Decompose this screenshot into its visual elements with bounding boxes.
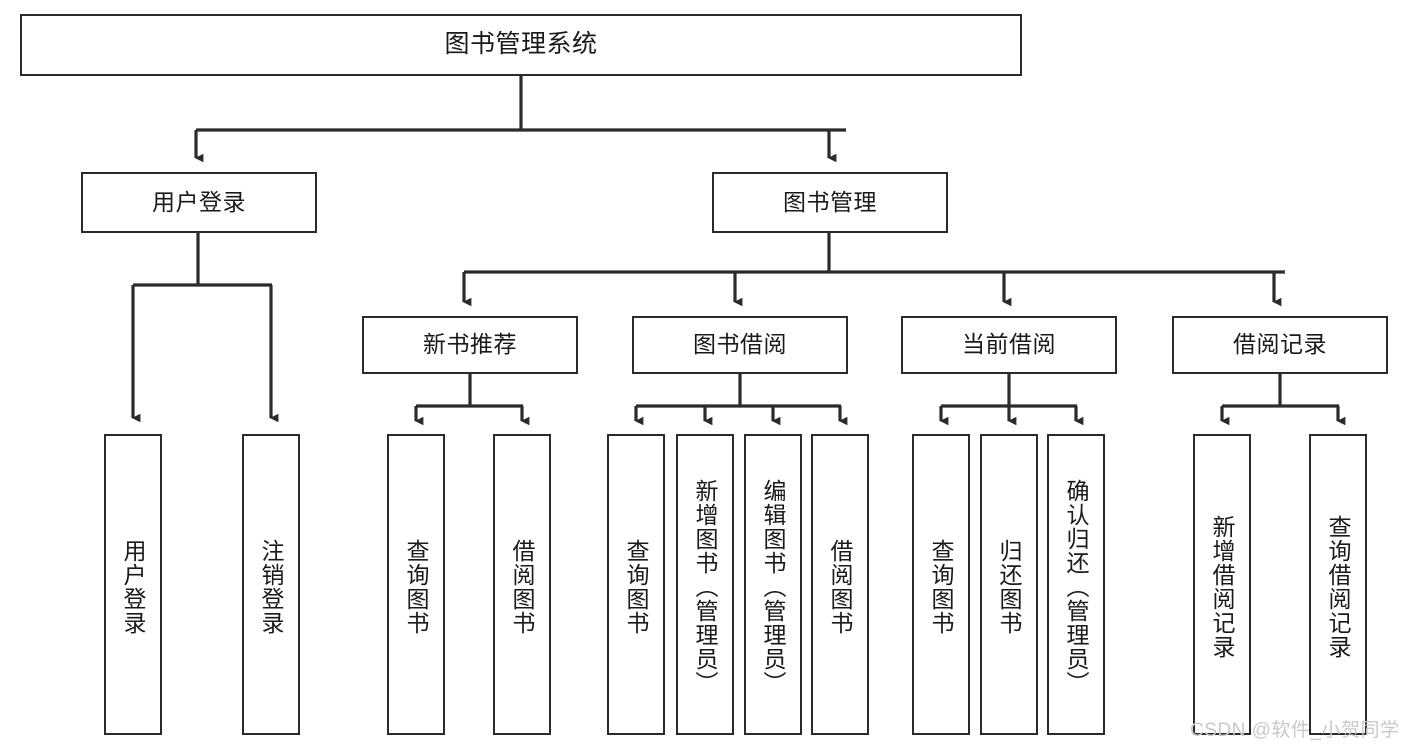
node-user-login-label: 用户登录 xyxy=(152,188,246,215)
node-leaf-query-record-label: 查询借阅记录 xyxy=(1325,514,1352,659)
node-new-book-recommend[interactable]: 新书推荐 xyxy=(362,316,578,374)
node-current-borrow-label: 当前借阅 xyxy=(962,331,1056,358)
node-leaf-edit-book-label: 编辑图书（管理员） xyxy=(760,478,787,695)
node-leaf-query-book-1-label: 查询图书 xyxy=(403,538,430,635)
node-leaf-confirm-return[interactable]: 确认归还（管理员） xyxy=(1047,434,1105,735)
node-leaf-return-book-label: 归还图书 xyxy=(996,538,1023,635)
node-leaf-logout-login-label: 注销登录 xyxy=(258,538,285,635)
node-leaf-borrow-book-2[interactable]: 借阅图书 xyxy=(811,434,869,735)
node-leaf-query-book-2-label: 查询图书 xyxy=(623,538,650,635)
node-leaf-query-book-2[interactable]: 查询图书 xyxy=(607,434,665,735)
node-root-label: 图书管理系统 xyxy=(444,30,598,59)
node-leaf-borrow-book-1[interactable]: 借阅图书 xyxy=(493,434,551,735)
node-leaf-query-book-3-label: 查询图书 xyxy=(928,538,955,635)
node-leaf-borrow-book-2-label: 借阅图书 xyxy=(827,538,854,635)
node-book-borrow-label: 图书借阅 xyxy=(693,331,787,358)
node-leaf-add-record[interactable]: 新增借阅记录 xyxy=(1193,434,1251,735)
node-leaf-query-book-3[interactable]: 查询图书 xyxy=(912,434,970,735)
node-leaf-user-login-label: 用户登录 xyxy=(120,538,147,635)
node-leaf-logout-login[interactable]: 注销登录 xyxy=(242,434,300,735)
node-book-manage[interactable]: 图书管理 xyxy=(712,172,948,233)
node-borrow-record-label: 借阅记录 xyxy=(1233,331,1327,358)
node-leaf-edit-book[interactable]: 编辑图书（管理员） xyxy=(744,434,802,735)
node-new-book-recommend-label: 新书推荐 xyxy=(423,331,517,358)
node-borrow-record[interactable]: 借阅记录 xyxy=(1172,316,1388,374)
node-leaf-add-book-label: 新增图书（管理员） xyxy=(692,478,719,695)
node-root[interactable]: 图书管理系统 xyxy=(20,14,1022,76)
node-leaf-add-book[interactable]: 新增图书（管理员） xyxy=(676,434,734,735)
node-leaf-confirm-return-label: 确认归还（管理员） xyxy=(1063,478,1090,695)
node-leaf-add-record-label: 新增借阅记录 xyxy=(1209,514,1236,659)
node-leaf-query-record[interactable]: 查询借阅记录 xyxy=(1309,434,1367,735)
node-current-borrow[interactable]: 当前借阅 xyxy=(901,316,1117,374)
node-leaf-borrow-book-1-label: 借阅图书 xyxy=(509,538,536,635)
node-leaf-user-login[interactable]: 用户登录 xyxy=(104,434,162,735)
node-book-borrow[interactable]: 图书借阅 xyxy=(632,316,848,374)
node-leaf-return-book[interactable]: 归还图书 xyxy=(980,434,1038,735)
node-leaf-query-book-1[interactable]: 查询图书 xyxy=(387,434,445,735)
node-book-manage-label: 图书管理 xyxy=(783,188,877,215)
node-user-login[interactable]: 用户登录 xyxy=(81,172,317,233)
